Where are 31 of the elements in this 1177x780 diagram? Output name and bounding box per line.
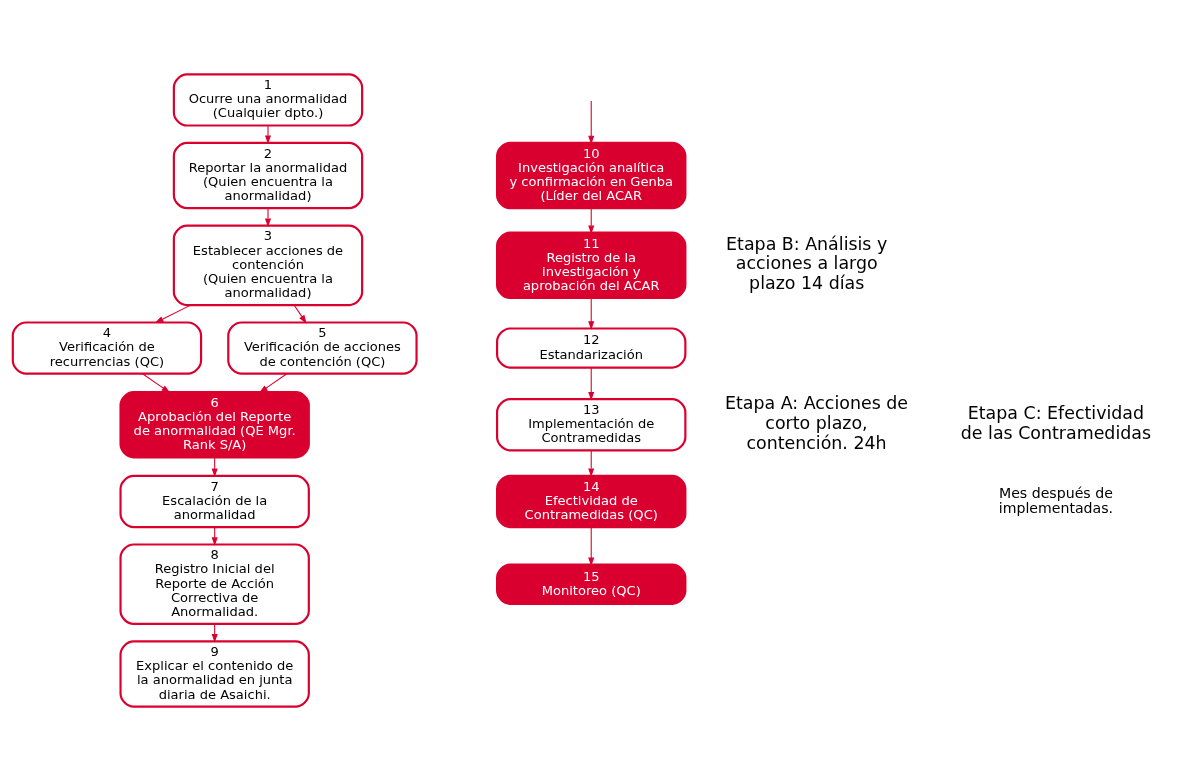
node-box: 1 Ocurre una anormalidad (Cualquier dpto.) xyxy=(172,72,364,127)
arrow xyxy=(154,304,191,323)
node-box: 2 Reportar la anormalidad (Quien encuentra la anormalidad) xyxy=(172,141,364,209)
arrow xyxy=(211,456,218,477)
node-box: 6 Aprobación del Reporte de anormalidad (QE Mgr. Rank S/A) xyxy=(119,390,310,458)
label: Etapa A: Acciones de corto plazo, contención. 24h xyxy=(724,392,909,453)
label: Etapa B: Análisis y acciones a largo plazo 14 días xyxy=(726,233,888,293)
node-box: 8 Registro Inicial del Reporte de Acción Correctiva de Anormalidad. xyxy=(119,542,310,625)
node-box: 3 Establecer acciones de contención (Quien encuentra la anormalidad) xyxy=(172,224,364,306)
node-box: 4 Verificación de recurrencias (QC) xyxy=(11,320,203,375)
label: Etapa C: Efectividad de las Contramedidas xyxy=(960,402,1152,443)
node-box: 13 Implementación de Contramedidas xyxy=(496,397,687,451)
node-box: 10 Investigación analítica y confirmación en Genba (Líder del ACAR xyxy=(496,141,687,209)
arrow xyxy=(588,100,595,144)
node-box: 9 Explicar el contenido de la anormalidad en junta diaria de Asaichi. xyxy=(119,639,310,708)
node-box: 11 Registro de la investigación y aprobación del ACAR xyxy=(496,231,687,299)
node-box: 5 Verificación de acciones de contención (QC) xyxy=(227,320,418,375)
arrow xyxy=(141,372,171,393)
arrow xyxy=(211,622,218,643)
arrow xyxy=(588,526,595,566)
node-box: 14 Efectividad de Contramedidas (QC) xyxy=(496,474,687,528)
arrow xyxy=(264,207,272,227)
arrow xyxy=(588,366,595,401)
arrow xyxy=(259,372,288,393)
node-box: 7 Escalación de la anormalidad xyxy=(119,474,310,528)
label: Mes después de implementadas. xyxy=(998,484,1114,516)
arrow xyxy=(264,124,272,144)
arrow xyxy=(293,304,307,324)
node-box: 15 Monitoreo (QC) xyxy=(496,563,687,605)
node-box: 12 Estandarización xyxy=(496,326,687,369)
arrow xyxy=(588,297,595,330)
